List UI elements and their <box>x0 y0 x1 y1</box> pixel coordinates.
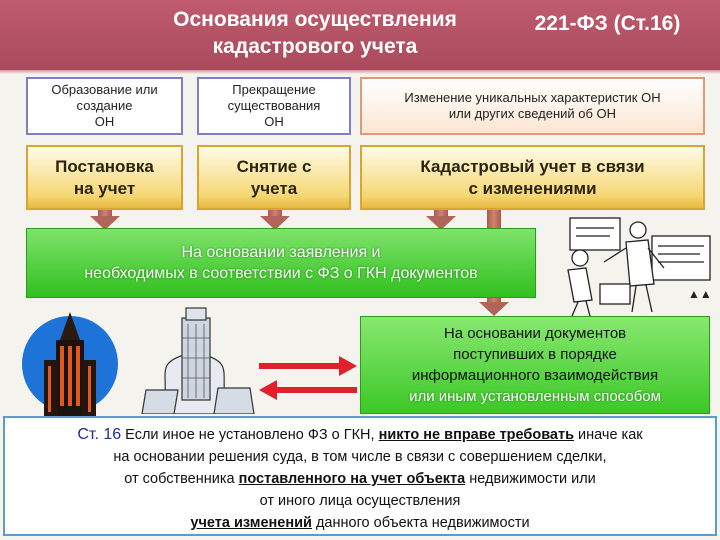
arrow-down-icon <box>90 210 120 230</box>
box-change: Изменение уникальных характеристик ОН ил… <box>360 77 705 135</box>
note-line-4: от иного лица осуществления <box>259 493 461 509</box>
arrow-down-icon <box>426 210 456 230</box>
note-line-3: от собственника поставленного на учет об… <box>124 471 596 487</box>
law-reference: 221-ФЗ (Ст.16) <box>534 12 681 35</box>
box-deregistration: Снятие с учета <box>197 145 351 210</box>
article-16-note: Ст. 16 Если иное не установлено ФЗ о ГКН… <box>3 416 717 536</box>
office-workers-illustration: ▲▲ <box>567 217 712 316</box>
arrow-down-icon <box>260 210 290 230</box>
page-title: Основания осуществления кадастрового уче… <box>173 8 457 58</box>
note-line-1: Ст. 16 Если иное не установлено ФЗ о ГКН… <box>77 426 643 443</box>
exchange-arrows-icon <box>259 356 357 400</box>
box-termination: Прекращение существования ОН <box>197 77 351 135</box>
green-box-application: На основании заявления и необходимых в с… <box>26 228 536 298</box>
note-line-5: учета изменений данного объекта недвижим… <box>190 515 530 531</box>
drawing-glyph: ▲▲ <box>688 287 712 301</box>
article-label: Ст. 16 <box>77 426 122 443</box>
green-box-documents: На основании документов поступивших в по… <box>360 316 710 414</box>
box-change-registration: Кадастровый учет в связи с изменениями <box>360 145 705 210</box>
header-banner: Основания осуществления кадастрового уче… <box>0 0 720 74</box>
tower-building-illustration <box>141 307 255 414</box>
note-line-2: на основании решения суда, в том числе в… <box>113 449 607 465</box>
box-creation: Образование или создание ОН <box>26 77 183 135</box>
box-registration: Постановка на учет <box>26 145 183 210</box>
spire <box>60 312 80 340</box>
skyscraper-illustration <box>22 312 118 416</box>
header-divider <box>0 70 720 74</box>
